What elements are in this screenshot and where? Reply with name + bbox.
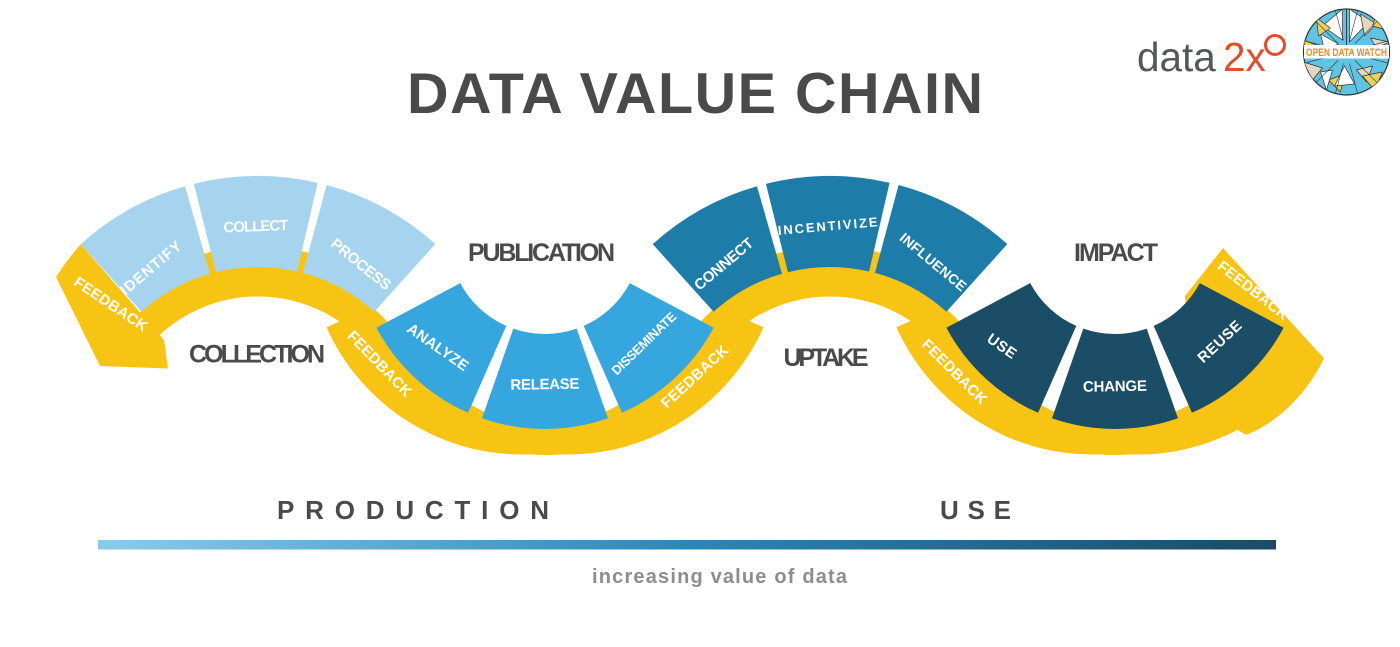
svg-text:UPTAKE: UPTAKE <box>784 344 869 372</box>
svg-text:2x: 2x <box>1223 34 1266 80</box>
svg-text:PUBLICATION: PUBLICATION <box>468 239 615 267</box>
svg-text:CHANGE: CHANGE <box>1083 378 1147 396</box>
svg-text:PRODUCTION: PRODUCTION <box>277 495 549 525</box>
svg-text:USE: USE <box>940 495 1011 525</box>
svg-text:RELEASE: RELEASE <box>510 376 579 394</box>
svg-text:COLLECTION: COLLECTION <box>189 341 325 369</box>
svg-text:data: data <box>1137 34 1216 80</box>
svg-text:OPEN DATA WATCH: OPEN DATA WATCH <box>1306 47 1387 59</box>
svg-text:DATA VALUE CHAIN: DATA VALUE CHAIN <box>407 62 983 126</box>
svg-text:COLLECT: COLLECT <box>223 217 289 236</box>
svg-text:IMPACT: IMPACT <box>1074 239 1158 267</box>
svg-text:increasing value of data: increasing value of data <box>592 566 848 588</box>
